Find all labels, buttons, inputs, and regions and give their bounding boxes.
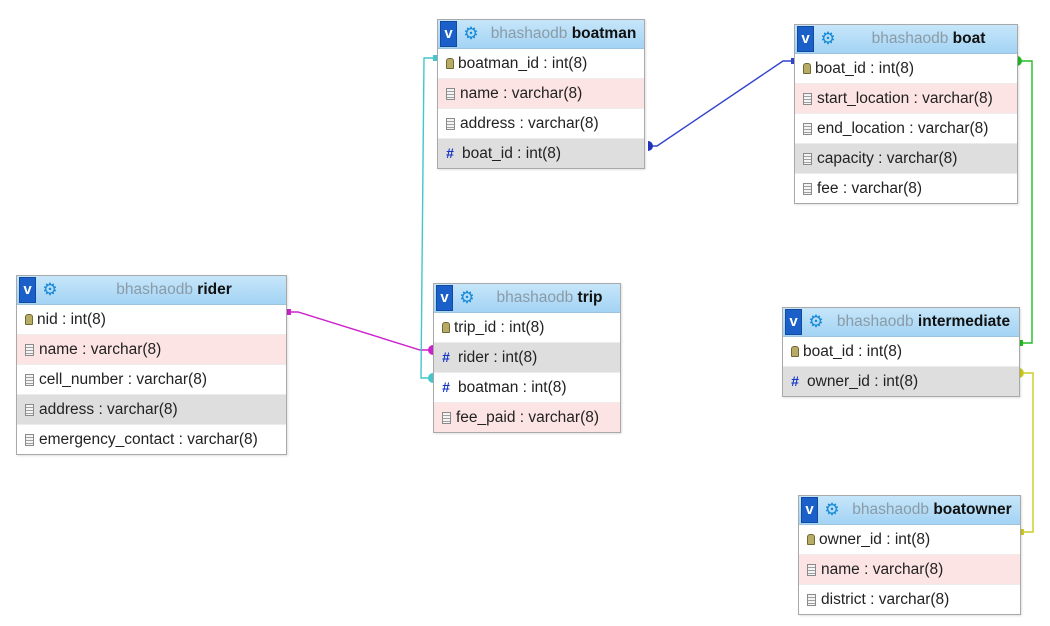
link-endpoint-marker	[428, 373, 433, 383]
table-title: bhashaodb boat	[871, 30, 986, 47]
table-title: bhashaodb trip	[496, 289, 603, 306]
column-icon	[807, 563, 816, 576]
gear-icon[interactable]: ⚙	[463, 24, 479, 43]
column-row[interactable]: fee : varchar(8)	[795, 173, 1017, 203]
table-title: bhashaodb rider	[116, 281, 232, 298]
hash-icon: #	[442, 349, 450, 365]
column-icon	[803, 122, 812, 135]
table-trip[interactable]: v ⚙ bhashaodb trip trip_id : int(8) #rid…	[433, 283, 621, 433]
table-header[interactable]: v ⚙ bhashaodb trip	[434, 284, 620, 313]
column-row[interactable]: nid : int(8)	[17, 305, 286, 334]
column-row[interactable]: end_location : varchar(8)	[795, 113, 1017, 143]
gear-icon[interactable]: ⚙	[824, 500, 840, 519]
hash-icon: #	[446, 145, 454, 161]
link-endpoint-marker	[428, 345, 433, 355]
table-header[interactable]: v ⚙ bhashaodb intermediate	[783, 308, 1019, 337]
link-endpoint-marker	[1017, 56, 1022, 66]
column-row[interactable]: #boatman : int(8)	[434, 372, 620, 402]
column-icon	[25, 343, 34, 356]
link-endpoint-marker	[648, 141, 653, 151]
table-header[interactable]: v ⚙ bhashaodb rider	[17, 276, 286, 305]
gear-icon[interactable]: ⚙	[820, 29, 836, 48]
table-title: bhashaodb boatman	[490, 25, 637, 42]
key-icon	[25, 314, 33, 325]
key-icon	[446, 58, 454, 69]
column-row[interactable]: name : varchar(8)	[799, 554, 1020, 584]
column-row[interactable]: district : varchar(8)	[799, 584, 1020, 614]
toggle-columns-button[interactable]: v	[19, 277, 36, 303]
link-rider-trip	[287, 311, 432, 351]
link-endpoint-marker	[791, 58, 794, 64]
gear-icon[interactable]: ⚙	[42, 280, 58, 299]
toggle-columns-button[interactable]: v	[436, 285, 453, 311]
column-icon	[803, 92, 812, 105]
link-intermediate-boatowner	[1019, 372, 1034, 533]
hash-icon: #	[791, 373, 799, 389]
link-endpoint-marker	[1019, 368, 1024, 378]
toggle-columns-button[interactable]: v	[797, 26, 814, 52]
column-icon	[25, 433, 34, 446]
table-boatman[interactable]: v ⚙ bhashaodb boatman boatman_id : int(8…	[437, 19, 645, 169]
table-title: bhashaodb boatowner	[852, 501, 1012, 518]
column-icon	[446, 87, 455, 100]
column-row[interactable]: #owner_id : int(8)	[783, 366, 1019, 396]
key-icon	[442, 322, 450, 333]
column-icon	[803, 152, 812, 165]
table-boatowner[interactable]: v ⚙ bhashaodb boatowner owner_id : int(8…	[798, 495, 1021, 615]
gear-icon[interactable]: ⚙	[808, 312, 824, 331]
column-row[interactable]: cell_number : varchar(8)	[17, 364, 286, 394]
table-rider[interactable]: v ⚙ bhashaodb rider nid : int(8) name : …	[16, 275, 287, 455]
column-row[interactable]: trip_id : int(8)	[434, 313, 620, 342]
column-icon	[25, 373, 34, 386]
column-row[interactable]: fee_paid : varchar(8)	[434, 402, 620, 432]
table-intermediate[interactable]: v ⚙ bhashaodb intermediate boat_id : int…	[782, 307, 1020, 397]
column-icon	[446, 117, 455, 130]
column-row[interactable]: name : varchar(8)	[438, 78, 644, 108]
link-endpoint-marker	[287, 309, 291, 315]
key-icon	[803, 63, 811, 74]
column-row[interactable]: name : varchar(8)	[17, 334, 286, 364]
toggle-columns-button[interactable]: v	[801, 497, 818, 523]
column-row[interactable]: start_location : varchar(8)	[795, 83, 1017, 113]
link-boatman-boat	[648, 60, 794, 147]
table-header[interactable]: v ⚙ bhashaodb boatman	[438, 20, 644, 49]
column-row[interactable]: address : varchar(8)	[438, 108, 644, 138]
link-endpoint-marker	[433, 55, 437, 61]
key-icon	[807, 534, 815, 545]
column-row[interactable]: address : varchar(8)	[17, 394, 286, 424]
column-row[interactable]: #rider : int(8)	[434, 342, 620, 372]
column-row[interactable]: owner_id : int(8)	[799, 525, 1020, 554]
link-endpoint-marker	[1020, 529, 1024, 535]
column-icon	[807, 593, 816, 606]
link-boat-intermediate	[1017, 60, 1033, 344]
link-boatman-trip	[420, 57, 437, 379]
table-header[interactable]: v ⚙ bhashaodb boat	[795, 25, 1017, 54]
column-icon	[25, 403, 34, 416]
toggle-columns-button[interactable]: v	[440, 21, 457, 47]
column-row[interactable]: #boat_id : int(8)	[438, 138, 644, 168]
table-header[interactable]: v ⚙ bhashaodb boatowner	[799, 496, 1020, 525]
column-icon	[442, 411, 451, 424]
column-row[interactable]: boatman_id : int(8)	[438, 49, 644, 78]
gear-icon[interactable]: ⚙	[459, 288, 475, 307]
toggle-columns-button[interactable]: v	[785, 309, 802, 335]
hash-icon: #	[442, 379, 450, 395]
key-icon	[791, 346, 799, 357]
column-row[interactable]: emergency_contact : varchar(8)	[17, 424, 286, 454]
column-icon	[803, 182, 812, 195]
link-endpoint-marker	[1019, 340, 1023, 346]
column-row[interactable]: boat_id : int(8)	[795, 54, 1017, 83]
column-row[interactable]: capacity : varchar(8)	[795, 143, 1017, 173]
table-title: bhashaodb intermediate	[836, 313, 1011, 330]
table-boat[interactable]: v ⚙ bhashaodb boat boat_id : int(8) star…	[794, 24, 1018, 204]
column-row[interactable]: boat_id : int(8)	[783, 337, 1019, 366]
